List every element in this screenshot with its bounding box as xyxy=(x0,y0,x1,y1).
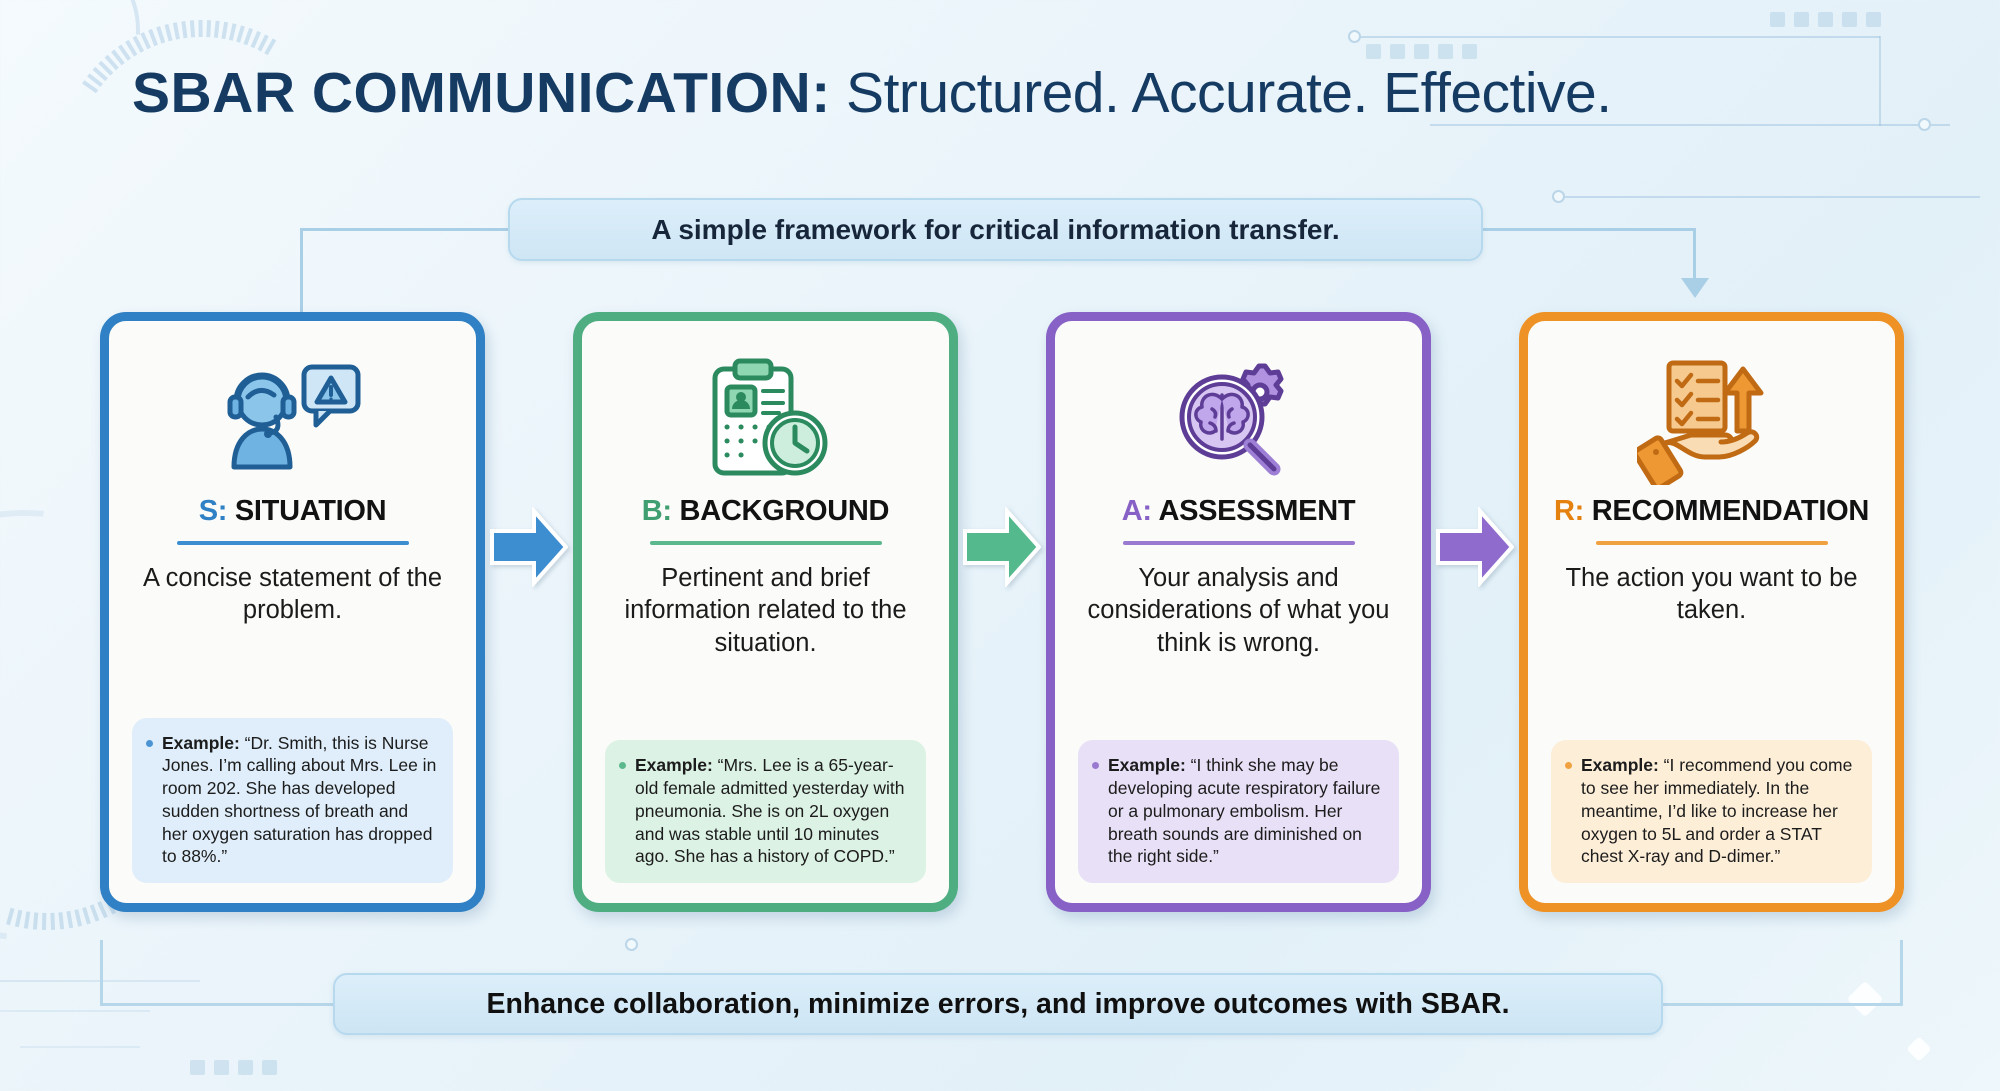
card-example-body: “I think she may be developing acute res… xyxy=(1108,755,1381,867)
footer-connector xyxy=(100,940,103,1006)
footer-text: Enhance collaboration, minimize errors, … xyxy=(486,987,1510,1020)
card-recommendation[interactable]: R: RECOMMENDATION The action you want to… xyxy=(1519,312,1904,912)
brain-magnifier-gear-icon xyxy=(1164,347,1314,495)
card-description: Pertinent and brief information related … xyxy=(624,564,907,657)
headset-operator-alert-icon xyxy=(218,347,368,495)
card-example-body: “Dr. Smith, this is Nurse Jones. I’m cal… xyxy=(162,732,437,867)
card-heading-background: B: BACKGROUND xyxy=(641,495,890,528)
card-letter: A: xyxy=(1121,495,1152,527)
clipboard-clock-icon xyxy=(691,347,841,495)
card-example-text: Example: “I think she may be developing … xyxy=(1108,754,1383,868)
card-label: SITUATION xyxy=(234,495,387,527)
card-background[interactable]: B: BACKGROUND Pertinent and brief inform… xyxy=(573,312,958,912)
card-divider xyxy=(649,541,882,545)
card-example-text: Example: “I recommend you come to see he… xyxy=(1581,754,1856,868)
card-example-box: Example: “Dr. Smith, this is Nurse Jones… xyxy=(132,717,453,883)
page-title-light: Structured. Accurate. Effective. xyxy=(830,61,1612,125)
circuit-node xyxy=(1552,190,1565,203)
card-example-text: Example: “Mrs. Lee is a 65-year-old fema… xyxy=(635,754,910,868)
circuit-node xyxy=(1348,30,1361,43)
arrow-background-to-assessment xyxy=(958,507,1046,587)
card-label: RECOMMENDATION xyxy=(1591,495,1870,527)
decorative-chip-row xyxy=(190,1060,277,1075)
card-heading-situation: S: SITUATION xyxy=(199,495,387,528)
circuit-trace xyxy=(1560,196,1980,198)
card-heading-recommendation: R: RECOMMENDATION xyxy=(1554,495,1869,528)
circuit-node xyxy=(625,938,638,951)
decorative-chip-row xyxy=(1366,44,1477,59)
card-divider xyxy=(176,541,409,545)
card-example-box: Example: “Mrs. Lee is a 65-year-old fema… xyxy=(605,740,926,883)
bullet-icon xyxy=(619,762,626,770)
footer-connector xyxy=(1658,1003,1903,1006)
subtitle-text: A simple framework for critical informat… xyxy=(651,213,1340,245)
decorative-diamond xyxy=(1846,980,1884,1018)
decorative-arc xyxy=(0,0,326,301)
card-example-body: “Mrs. Lee is a 65-year-old female admitt… xyxy=(635,755,905,867)
card-example-body: “I recommend you come to see her immedia… xyxy=(1581,755,1853,867)
card-example-label: Example: xyxy=(162,732,240,753)
card-letter: B: xyxy=(641,495,672,527)
card-label: ASSESSMENT xyxy=(1158,495,1356,527)
card-description: Your analysis and considerations of what… xyxy=(1087,564,1390,657)
subtitle-connector-arrow xyxy=(1681,278,1709,298)
card-example-text: Example: “Dr. Smith, this is Nurse Jones… xyxy=(162,732,437,869)
card-example-label: Example: xyxy=(1108,755,1186,776)
arrow-situation-to-background xyxy=(485,507,573,587)
card-description: A concise statement of the problem. xyxy=(142,564,443,625)
card-letter: R: xyxy=(1554,495,1585,527)
arrow-assessment-to-recommendation xyxy=(1431,507,1519,587)
sbar-card-row: S: SITUATION A concise statement of the … xyxy=(0,312,2000,932)
bullet-icon xyxy=(1565,762,1572,770)
card-letter: S: xyxy=(198,495,228,527)
circuit-trace xyxy=(1360,36,1880,38)
page-header: SBAR COMMUNICATION: Structured. Accurate… xyxy=(0,60,2000,126)
footer-banner: Enhance collaboration, minimize errors, … xyxy=(333,973,1663,1035)
bullet-icon xyxy=(146,739,153,747)
card-situation[interactable]: S: SITUATION A concise statement of the … xyxy=(100,312,485,912)
card-assessment[interactable]: A: ASSESSMENT Your analysis and consider… xyxy=(1046,312,1431,912)
hand-checklist-arrow-icon xyxy=(1636,347,1787,495)
decorative-chip-row xyxy=(1770,12,1881,27)
subtitle-banner: A simple framework for critical informat… xyxy=(508,198,1483,261)
circuit-trace xyxy=(0,1010,150,1012)
card-example-label: Example: xyxy=(635,755,713,776)
card-example-label: Example: xyxy=(1581,755,1659,776)
bullet-icon xyxy=(1092,762,1099,770)
footer-connector xyxy=(100,1003,340,1006)
card-example-box: Example: “I think she may be developing … xyxy=(1078,740,1399,883)
card-divider xyxy=(1122,541,1355,545)
page-title: SBAR COMMUNICATION: Structured. Accurate… xyxy=(0,60,2000,126)
card-example-box: Example: “I recommend you come to see he… xyxy=(1551,740,1872,883)
card-heading-assessment: A: ASSESSMENT xyxy=(1122,495,1356,528)
circuit-trace xyxy=(20,1046,140,1048)
card-label: BACKGROUND xyxy=(679,495,890,527)
footer-connector xyxy=(1900,940,1903,1006)
card-description: The action you want to be taken. xyxy=(1565,564,1858,625)
card-divider xyxy=(1595,541,1828,545)
page-title-strong: SBAR COMMUNICATION: xyxy=(132,61,831,125)
decorative-diamond xyxy=(1906,1036,1932,1062)
